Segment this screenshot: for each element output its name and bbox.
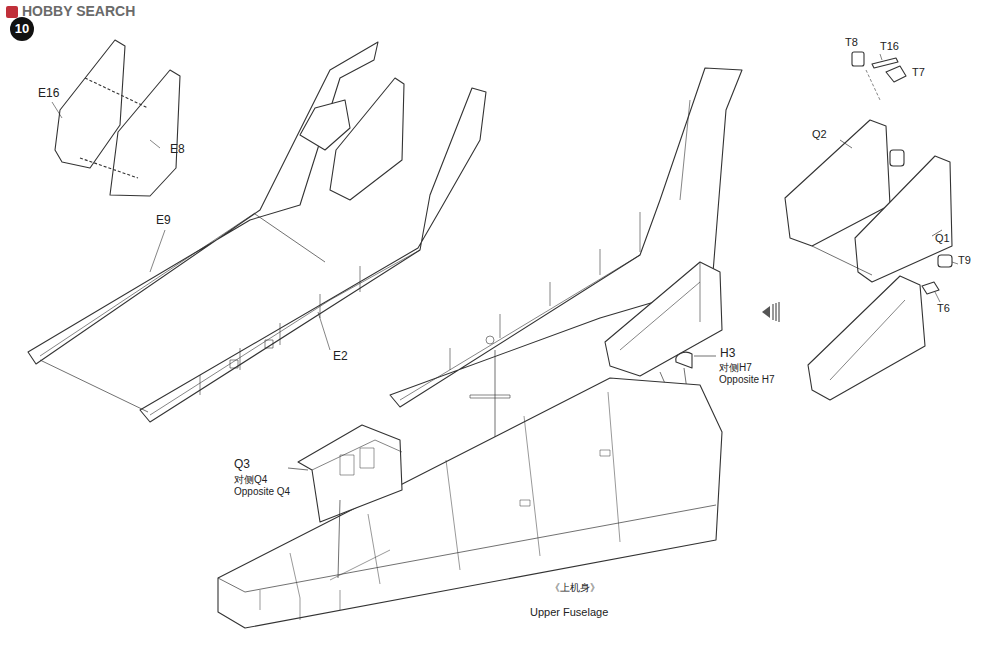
part-number: Q1 <box>935 232 950 244</box>
part-number: T9 <box>958 254 971 266</box>
part-number: E16 <box>38 87 59 100</box>
note: Upper Fuselage <box>530 606 608 618</box>
part-number: T6 <box>937 302 950 314</box>
note: Opposite Q4 <box>234 486 290 497</box>
part-number: T7 <box>912 66 925 78</box>
note: 《上机身》 <box>550 582 600 593</box>
part-number: E2 <box>333 350 348 363</box>
step-number: 10 <box>10 22 34 36</box>
watermark: HOBBY SEARCH <box>22 4 135 19</box>
part-number: E8 <box>170 143 185 156</box>
part-number: H3 <box>720 347 735 360</box>
note: Opposite H7 <box>719 374 775 385</box>
part-number: T16 <box>880 40 899 52</box>
part-number: Q3 <box>234 458 250 471</box>
part-number: E9 <box>156 214 171 227</box>
note: 对侧H7 <box>719 362 752 373</box>
part-number: T8 <box>845 36 858 48</box>
part-number: Q2 <box>812 128 827 140</box>
note: 对侧Q4 <box>234 474 267 485</box>
